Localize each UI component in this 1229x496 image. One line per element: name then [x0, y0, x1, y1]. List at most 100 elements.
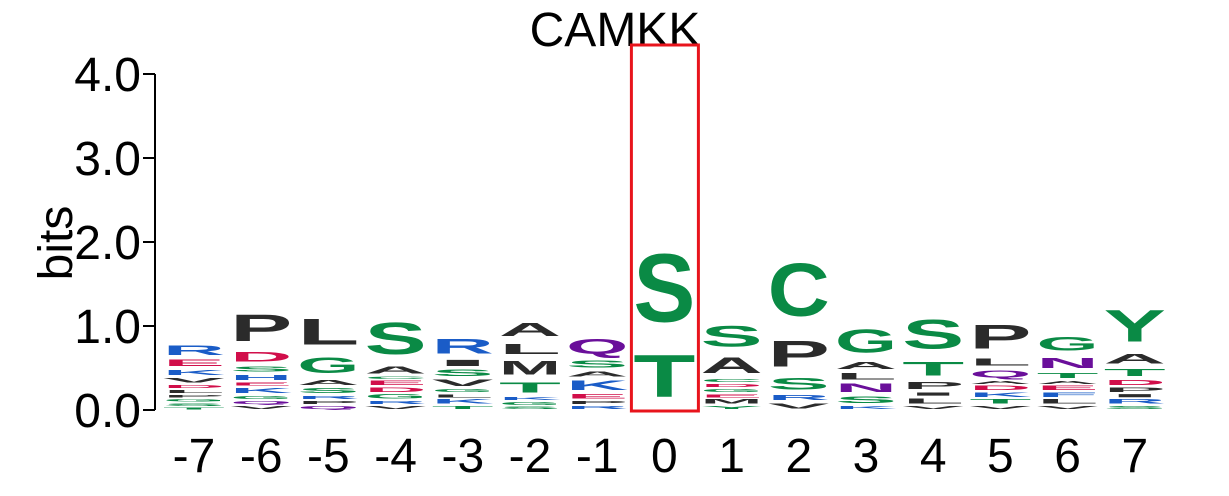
- logo-letter-v: V: [1037, 405, 1099, 410]
- logo-letter-c: C: [768, 249, 830, 333]
- logo-letter-a: A: [566, 370, 628, 378]
- logo-letter-e: E: [365, 380, 427, 387]
- logo-letter-l: L: [969, 356, 1031, 368]
- x-tick-label: -6: [240, 430, 283, 483]
- y-tick-label: 3.0: [74, 133, 141, 186]
- logo-letter-l: L: [835, 371, 897, 381]
- logo-letter-e: E: [701, 393, 763, 398]
- logo-letter-s: S: [230, 365, 292, 373]
- logo-letter-l: L: [297, 311, 359, 353]
- logo-letter-q: Q: [566, 335, 628, 358]
- logo-letter-l: L: [902, 397, 964, 405]
- x-tick-label: 4: [920, 430, 947, 483]
- x-tick-label: 1: [718, 430, 745, 483]
- x-tick-label: 3: [853, 430, 880, 483]
- x-tick-label: -7: [173, 430, 216, 483]
- logo-letter-a: A: [1037, 380, 1099, 385]
- x-tick-label: 0: [651, 430, 678, 483]
- logo-letter-r: R: [432, 334, 494, 358]
- logo-letter-t: T: [432, 405, 494, 410]
- logo-letter-t: T: [499, 379, 561, 396]
- x-tick-label: 7: [1121, 430, 1148, 483]
- logo-letter-c: C: [701, 378, 763, 383]
- logo-letter-p: P: [1104, 386, 1166, 393]
- logo-letter-s: S: [365, 314, 427, 364]
- logo-letter-h: H: [230, 373, 292, 381]
- logo-letter-l: L: [163, 389, 225, 394]
- logo-letter-t: T: [902, 358, 964, 380]
- logo-letter-p: P: [163, 394, 225, 398]
- logo-letter-l: L: [432, 393, 494, 398]
- y-tick-label: 4.0: [74, 49, 141, 102]
- logo-letter-d: D: [1104, 378, 1166, 386]
- logo-letter-n: N: [835, 381, 897, 394]
- logo-letter-f: F: [1037, 392, 1099, 399]
- logo-letter-k: K: [566, 378, 628, 393]
- logo-letter-r: R: [365, 400, 427, 405]
- logo-letter-a: A: [1104, 351, 1166, 366]
- x-tick-label: 6: [1054, 430, 1081, 483]
- logo-letter-g: G: [835, 323, 897, 360]
- logo-letter-s: S: [163, 402, 225, 406]
- logo-letter-k: K: [835, 405, 897, 410]
- x-tick-label: -1: [576, 430, 619, 483]
- logo-letter-t: T: [1104, 366, 1166, 378]
- logo-letter-e: E: [163, 358, 225, 368]
- highlight-box: [629, 43, 700, 413]
- logo-letter-a: A: [969, 380, 1031, 385]
- logo-letter-d: D: [230, 350, 292, 365]
- logo-letter-t: T: [163, 407, 225, 410]
- x-tick-label: -5: [307, 430, 350, 483]
- logo-letter-n: N: [1037, 355, 1099, 372]
- logo-letter-v: V: [365, 405, 427, 410]
- logo-letter-s: S: [768, 375, 830, 393]
- logo-letter-g: G: [365, 393, 427, 400]
- logo-letter-e: E: [1037, 385, 1099, 392]
- logo-letter-s: S: [499, 406, 561, 410]
- logo-letter-v: V: [230, 405, 292, 410]
- logo-letter-e: E: [566, 393, 628, 400]
- logo-letter-y: Y: [701, 405, 763, 410]
- logo-letter-r: R: [297, 395, 359, 400]
- logo-letter-t: T: [633, 343, 695, 410]
- logo-letter-p: P: [969, 318, 1031, 356]
- y-tick-label: 0.0: [74, 385, 141, 438]
- logo-letter-i: I: [902, 392, 964, 397]
- logo-letter-k: K: [230, 386, 292, 394]
- logo-letter-a: A: [835, 360, 897, 372]
- logo-letter-s: S: [432, 368, 494, 378]
- logo-letter-e: E: [230, 381, 292, 386]
- logo-letter-d: D: [163, 384, 225, 389]
- logo-letter-s: S: [633, 234, 695, 343]
- y-axis-label: bits: [30, 206, 83, 281]
- logo-letter-k: K: [969, 391, 1031, 398]
- x-tick-label: 5: [987, 430, 1014, 483]
- logo-letter-s: S: [566, 358, 628, 370]
- logo-letter-d: D: [701, 383, 763, 388]
- logo-letter-t: T: [1037, 371, 1099, 379]
- logo-letter-r: R: [768, 393, 830, 401]
- logo-letter-v: V: [163, 376, 225, 384]
- logo-letter-s: S: [297, 386, 359, 394]
- logo-letter-v: V: [969, 405, 1031, 410]
- logo-letter-r: R: [163, 343, 225, 358]
- logo-letters: TSGPLDVKERVQGKEHSDPQPRSAGLVRGDECASTKLGVS…: [163, 234, 1166, 410]
- logo-letter-v: V: [432, 378, 494, 388]
- logo-letter-a: A: [365, 364, 427, 376]
- x-tick-label: -3: [441, 430, 484, 483]
- logo-letter-m: M: [499, 357, 561, 379]
- y-axis: 0.01.02.03.04.0: [74, 49, 156, 438]
- logo-letter-q: Q: [230, 400, 292, 405]
- logo-letter-p: P: [566, 400, 628, 405]
- logo-letter-i: I: [432, 358, 494, 368]
- logo-letter-k: K: [432, 398, 494, 405]
- logo-letter-g: G: [1037, 333, 1099, 355]
- y-tick-label: 2.0: [74, 217, 141, 270]
- logo-letter-g: G: [297, 353, 359, 378]
- logo-letter-t: T: [969, 398, 1031, 405]
- logo-letter-k: K: [499, 396, 561, 401]
- logo-letter-l: L: [499, 340, 561, 357]
- logo-letter-l: L: [1037, 398, 1099, 405]
- logo-letter-q: Q: [297, 405, 359, 410]
